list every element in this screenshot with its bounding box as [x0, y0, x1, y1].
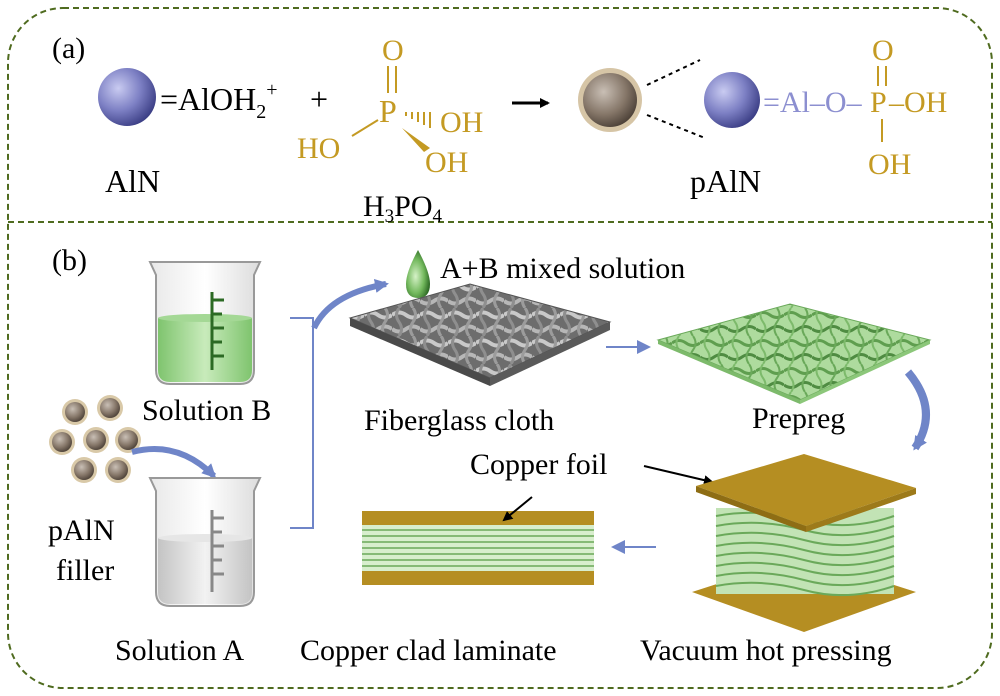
acid-ho-left: HO: [297, 132, 340, 165]
filler-label-line2: filler: [56, 554, 114, 587]
paln-caption: pAlN: [690, 163, 761, 199]
solution-b-label: Solution B: [142, 394, 271, 427]
product-o-top: O: [872, 34, 894, 67]
filler-label-line1: pAlN: [48, 514, 115, 547]
filler-arrow: [131, 446, 217, 479]
mixed-solution-label: A+B mixed solution: [440, 252, 685, 285]
laminate-label: Copper clad laminate: [300, 634, 557, 667]
product-p: P: [870, 86, 887, 119]
acid-oh-bottom: OH: [425, 146, 468, 179]
laminate-top-copper: [362, 511, 594, 525]
phosphoric-acid-structure: O P HO OH OH: [297, 34, 483, 179]
paln-sphere: [583, 73, 637, 127]
aln-caption: AlN: [105, 163, 160, 199]
acid-o-top: O: [382, 34, 404, 67]
pour-arrow: [311, 279, 389, 330]
aln-equation: =AlOH2+: [160, 79, 278, 123]
copper-foil-label: Copper foil: [470, 448, 607, 481]
beaker-solution-a: [148, 477, 262, 607]
beaker-solution-b: [148, 261, 262, 385]
fiberglass-edge-left: [350, 318, 490, 386]
arrow-to-pressing: [904, 369, 930, 451]
prepreg-label: Prepreg: [752, 402, 845, 435]
paln-core-sphere: [704, 72, 760, 128]
copper-foil-pointer: [643, 465, 714, 486]
prepreg-edge-left: [658, 340, 800, 404]
vacuum-pressing-label: Vacuum hot pressing: [640, 634, 892, 667]
acid-p: P: [379, 93, 397, 129]
fiberglass-cloth: [348, 283, 612, 379]
panel-a-label: (a): [52, 32, 85, 65]
outer-frame: [7, 7, 993, 689]
laminate-bottom-copper: [362, 571, 594, 585]
product-oh-right: –OH: [888, 86, 947, 119]
acid-oh-right: OH: [440, 106, 483, 139]
zoom-line-bottom: [646, 114, 706, 139]
prepreg-sheet: [656, 303, 932, 401]
droplet-icon: [406, 250, 430, 298]
fiberglass-label: Fiberglass cloth: [364, 404, 554, 437]
acid-caption: H3PO4: [363, 190, 443, 227]
copper-clad-laminate: [362, 511, 594, 585]
aln-sphere: [98, 68, 156, 126]
paln-filler-particles: [49, 395, 141, 483]
top-copper-plate: [696, 454, 916, 526]
solution-a-label: Solution A: [115, 634, 245, 667]
hot-pressing-stack: [692, 454, 916, 632]
panel-b-label: (b): [52, 244, 87, 277]
product-al-linkage: =Al–O–: [763, 86, 863, 119]
zoom-line-top: [646, 59, 701, 86]
prepreg-edge-right: [800, 340, 930, 404]
plus-sign: +: [310, 81, 328, 117]
combine-bracket: [290, 317, 314, 529]
laminate-foil-pointer: [502, 496, 533, 522]
fiberglass-edge-right: [490, 322, 610, 386]
product-oh-bottom: OH: [868, 148, 911, 181]
